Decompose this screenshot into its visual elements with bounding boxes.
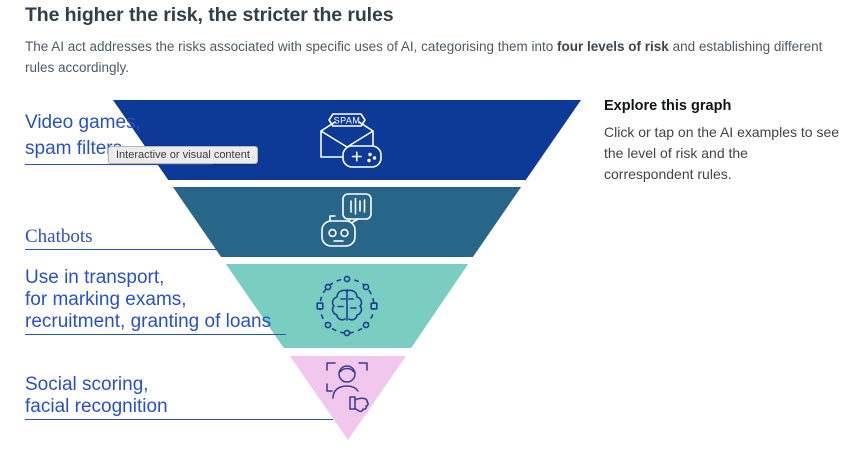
funnel-level-1-minimal[interactable] bbox=[113, 100, 581, 180]
intro-bold-text: four levels of risk bbox=[557, 39, 669, 54]
label-underline bbox=[25, 164, 213, 165]
funnel-label-chatbots[interactable]: Chatbots bbox=[25, 224, 93, 250]
label-line: Social scoring, bbox=[25, 374, 149, 395]
label-line: Chatbots bbox=[25, 226, 93, 247]
funnel-label-video-games-spam-filters[interactable]: Video games, spam filters bbox=[25, 110, 141, 162]
label-line: facial recognition bbox=[25, 396, 168, 417]
funnel-label-social-scoring-facial-recognition[interactable]: Social scoring, facial recognition bbox=[25, 374, 168, 418]
intro-paragraph: The AI act addresses the risks associate… bbox=[25, 36, 825, 78]
label-underline bbox=[25, 249, 217, 250]
explore-heading: Explore this graph bbox=[604, 98, 732, 114]
intro-text-after: and establishing different rules accordi… bbox=[25, 39, 823, 75]
label-line: Use in transport, bbox=[25, 267, 165, 288]
label-line: for marking exams, bbox=[25, 289, 187, 310]
label-underline bbox=[25, 419, 333, 420]
page-title: The higher the risk, the stricter the ru… bbox=[25, 4, 394, 26]
explore-panel: Explore this graph Click or tap on the A… bbox=[604, 98, 839, 185]
intro-text-before: The AI act addresses the risks associate… bbox=[25, 39, 558, 54]
tooltip: Interactive or visual content bbox=[108, 146, 258, 164]
label-line: spam filters bbox=[25, 138, 123, 159]
funnel-level-2-limited[interactable] bbox=[172, 187, 522, 257]
label-line: Video games, bbox=[25, 112, 141, 133]
label-underline bbox=[25, 334, 286, 335]
explore-body: Click or tap on the AI examples to see t… bbox=[604, 124, 840, 182]
funnel-level-4-unacceptable[interactable] bbox=[289, 356, 406, 440]
funnel-label-transport-exams-recruitment-loans[interactable]: Use in transport, for marking exams, rec… bbox=[25, 267, 271, 333]
label-line: recruitment, granting of loans bbox=[25, 311, 272, 332]
